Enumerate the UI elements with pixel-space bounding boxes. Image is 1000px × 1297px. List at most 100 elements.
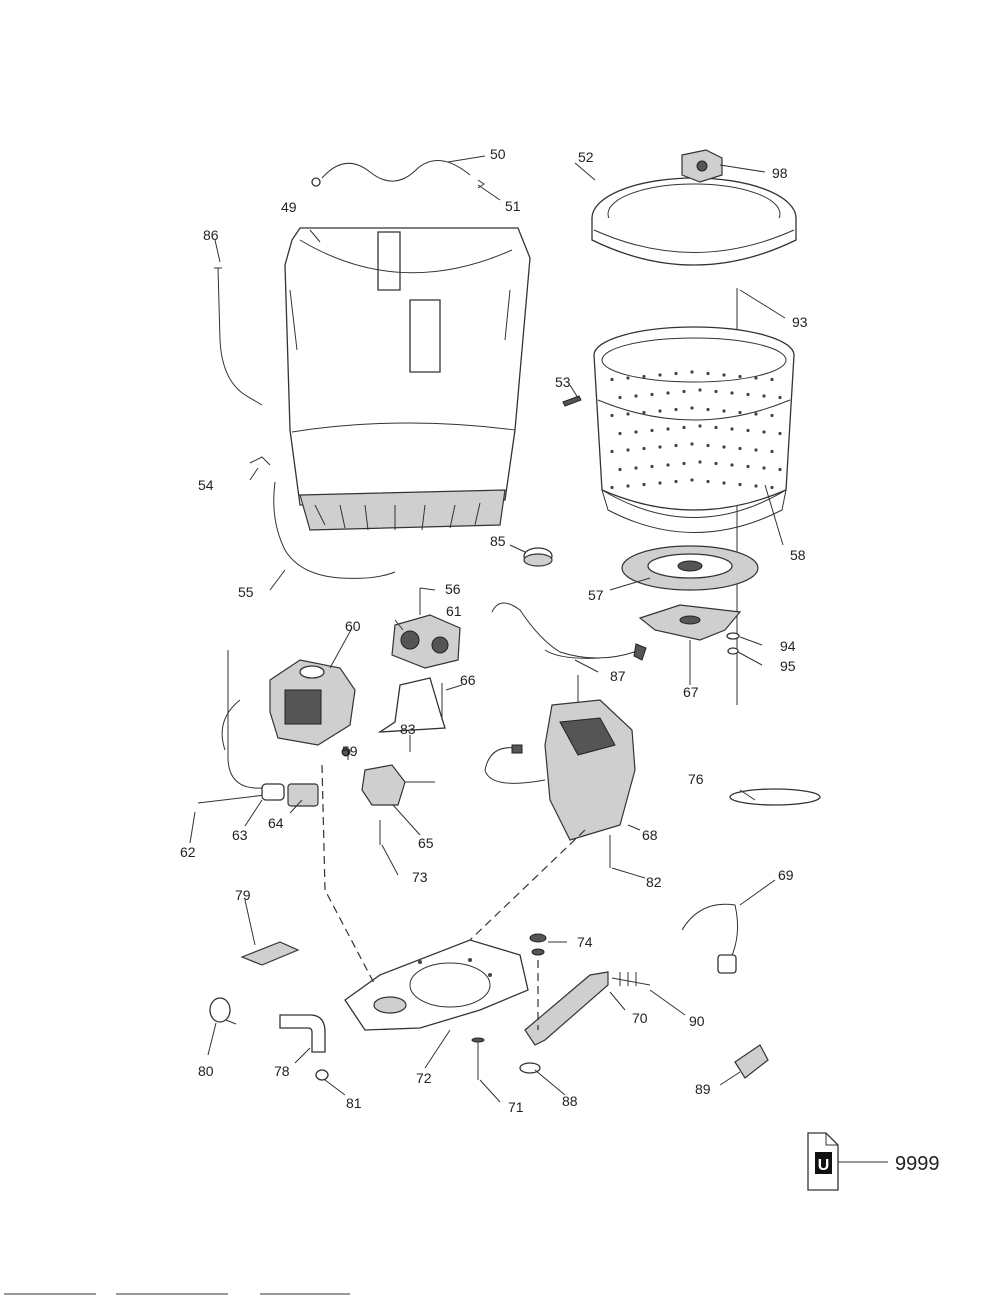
callout-51: 51: [505, 198, 521, 214]
balance-ring: [591, 177, 797, 266]
callout-81: 81: [346, 1095, 362, 1111]
basket-perforation: [722, 373, 726, 377]
basket-perforation: [626, 376, 630, 380]
outer-tub: [284, 227, 531, 531]
basket-perforation: [770, 485, 774, 490]
basket-perforation: [770, 449, 774, 454]
capacitor-63: [197, 783, 319, 807]
bracket-83: [377, 677, 446, 733]
basket-perforation: [714, 461, 718, 466]
nut-98: [681, 149, 723, 183]
basket-perforation: [618, 431, 622, 436]
basket-perforation: [778, 431, 782, 436]
basket-perforation: [706, 443, 710, 448]
pump-61: [391, 588, 461, 669]
basket-perforation: [770, 413, 774, 418]
basket-perforation: [762, 394, 766, 398]
basket-perforation: [698, 424, 702, 428]
basket-perforation: [762, 466, 766, 470]
basket-perforation: [690, 442, 694, 446]
basket-perforation: [738, 482, 742, 487]
bracket-89: [734, 1044, 769, 1079]
basket-perforation: [738, 410, 742, 415]
basket-perforation: [730, 391, 734, 395]
callout-76: 76: [688, 771, 704, 787]
basket-perforation: [674, 479, 678, 484]
tub-wire: [311, 160, 485, 189]
callout-60: 60: [345, 618, 361, 634]
basket-perforation: [738, 446, 742, 451]
basket-perforation: [714, 389, 718, 394]
basket-perforation: [634, 466, 638, 470]
belt-76: [729, 788, 821, 806]
callout-78: 78: [274, 1063, 290, 1079]
motor-60: [221, 650, 356, 789]
basket-perforation: [642, 446, 646, 451]
basket-perforation: [682, 425, 686, 430]
callout-80: 80: [198, 1063, 214, 1079]
basket-perforation: [754, 376, 758, 380]
basket-perforation: [778, 395, 782, 400]
page-code: 9999: [895, 1153, 940, 1175]
page-code-badge: U: [807, 1132, 888, 1191]
callout-63: 63: [232, 827, 248, 843]
hub-67: [638, 604, 742, 641]
basket-perforation: [722, 481, 726, 485]
basket-perforation: [754, 448, 758, 452]
basket-perforation: [650, 392, 654, 397]
basket-perforation: [778, 467, 782, 472]
callout-88: 88: [562, 1093, 578, 1109]
callout-64: 64: [268, 815, 284, 831]
basket-perforation: [722, 409, 726, 413]
callout-72: 72: [416, 1070, 432, 1086]
basket-perforation: [754, 412, 758, 416]
callout-50: 50: [490, 146, 506, 162]
inner-basket: [593, 326, 795, 533]
callout-65: 65: [418, 835, 434, 851]
basket-perforation: [698, 460, 702, 464]
callout-86: 86: [203, 227, 219, 243]
basket-perforation: [674, 443, 678, 448]
basket-perforation: [626, 484, 630, 488]
switch-65: [361, 764, 435, 845]
basket-perforation: [618, 395, 622, 400]
callout-93: 93: [792, 314, 808, 330]
basket-perforation: [682, 389, 686, 394]
basket-perforation: [706, 479, 710, 484]
callout-67: 67: [683, 684, 699, 700]
basket-perforation: [698, 388, 702, 392]
cord-87: [491, 602, 647, 661]
basket-perforation: [690, 406, 694, 410]
callout-59: 59: [342, 743, 358, 759]
basket-perforation: [666, 427, 670, 431]
basket-perforation: [610, 413, 614, 418]
callout-57: 57: [588, 587, 604, 603]
clamp-81: [315, 1069, 329, 1081]
callout-52: 52: [578, 149, 594, 165]
basket-perforation: [634, 394, 638, 398]
basket-perforation: [690, 478, 694, 482]
callout-74: 74: [577, 934, 593, 950]
basket-perforation: [682, 461, 686, 466]
basket-perforation: [706, 371, 710, 376]
basket-perforation: [754, 484, 758, 488]
callout-90: 90: [689, 1013, 705, 1029]
callout-66: 66: [460, 672, 476, 688]
basket-perforation: [690, 370, 694, 374]
basket-perforation: [618, 467, 622, 472]
callout-62: 62: [180, 844, 196, 860]
basket-perforation: [642, 410, 646, 415]
callout-71: 71: [508, 1099, 524, 1115]
callout-68: 68: [642, 827, 658, 843]
basket-perforation: [626, 412, 630, 416]
basket-perforation: [658, 409, 662, 413]
callout-82: 82: [646, 874, 662, 890]
callout-73: 73: [412, 869, 428, 885]
basket-perforation: [762, 430, 766, 434]
basket-perforation: [722, 445, 726, 449]
basket-perforation: [658, 445, 662, 449]
basket-perforation: [642, 482, 646, 487]
plate-57: [621, 545, 759, 591]
basket-perforation: [666, 463, 670, 467]
